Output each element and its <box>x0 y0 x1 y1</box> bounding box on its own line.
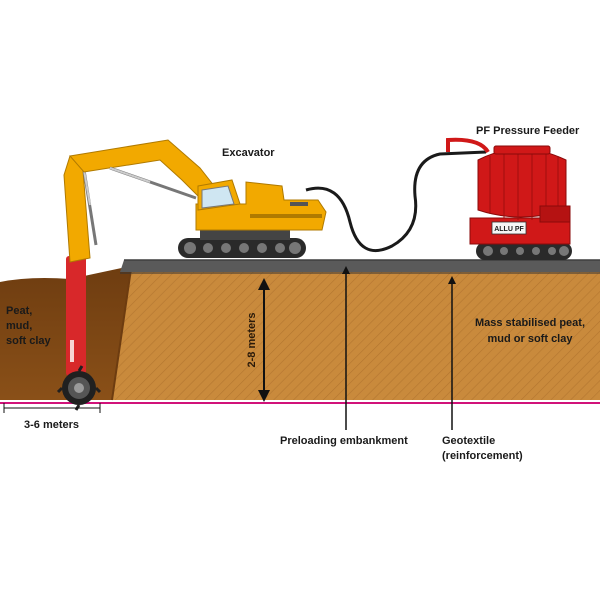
mass-label-line1: Mass stabilised peat, <box>475 317 585 329</box>
peat-label-line2: mud, <box>6 320 32 332</box>
depth-label: 2-8 meters <box>246 312 258 367</box>
pressure-feeder: ALLU PF <box>469 145 572 260</box>
zone-boundary <box>111 261 133 401</box>
embankment-pointer <box>342 266 350 430</box>
geotextile-label-line2: (reinforcement) <box>442 450 523 462</box>
peat-label-line3: soft clay <box>6 335 52 347</box>
excavator-label: Excavator <box>222 147 275 159</box>
pressure-feeder-label: PF Pressure Feeder <box>476 125 580 137</box>
mixing-drum <box>56 365 102 411</box>
depth-arrow <box>258 278 270 402</box>
stabilised-mass <box>112 262 600 400</box>
width-label: 3-6 meters <box>24 419 79 431</box>
geotextile-label-line1: Geotextile <box>442 435 495 447</box>
feed-hose <box>305 150 487 252</box>
preloading-embankment <box>120 260 600 272</box>
feeder-brand-label: ALLU PF <box>494 226 524 233</box>
mass-label-line2: mud or soft clay <box>488 333 574 345</box>
width-dimension <box>3 403 101 413</box>
stabiliser-shaft <box>66 256 86 376</box>
excavator <box>178 179 327 258</box>
embankment-label: Preloading embankment <box>280 435 408 447</box>
peat-label-line1: Peat, <box>6 305 32 317</box>
geotextile-pointer <box>448 276 456 430</box>
